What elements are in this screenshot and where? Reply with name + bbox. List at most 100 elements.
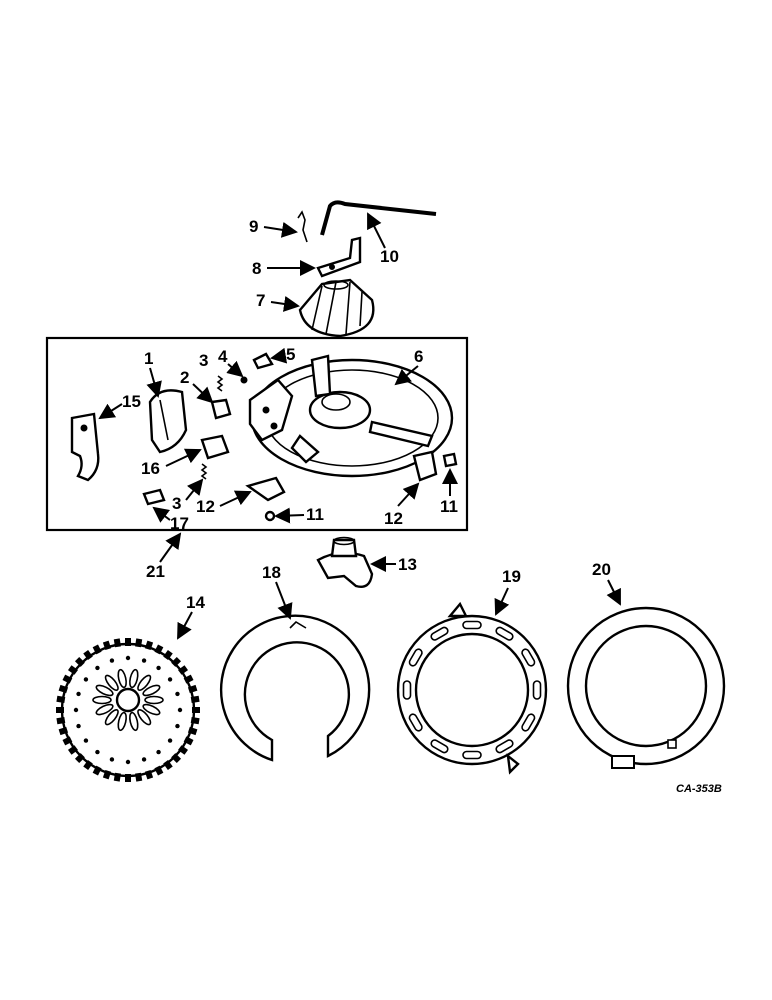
plate-tooth [74, 656, 85, 667]
callout-9: 9 [249, 217, 258, 236]
part-9-clip [297, 210, 308, 243]
plate-tooth [113, 638, 121, 648]
leader-5 [270, 347, 288, 364]
ring-slot [408, 713, 423, 732]
plate-tooth [92, 765, 102, 776]
leader-18 [275, 581, 293, 620]
seed-hole [144, 695, 164, 705]
plate-tooth [192, 707, 200, 713]
leader-6 [394, 365, 419, 386]
part-15-bracket [70, 412, 100, 482]
ring-slot [462, 750, 482, 760]
plate-tooth [163, 760, 173, 771]
callout-13: 13 [398, 555, 417, 574]
plate-tooth [171, 656, 182, 667]
leader-14 [177, 611, 193, 640]
plate-dot [175, 691, 180, 697]
ring-slot [521, 713, 536, 732]
assembly-box [45, 336, 469, 532]
plate-tooth [144, 769, 154, 780]
leader-2 [192, 383, 214, 404]
plate-tooth [190, 717, 200, 725]
plate-dot [76, 723, 81, 729]
seed-hole [142, 684, 161, 697]
plate-dot [125, 655, 131, 661]
part-12-right [412, 450, 438, 482]
callout-12b: 12 [384, 509, 403, 528]
part-3-spring-lower [200, 463, 208, 480]
plate-tooth [187, 726, 198, 736]
callout-5: 5 [286, 345, 295, 364]
part-12-left [245, 476, 286, 502]
plate-dot [95, 749, 100, 755]
part-16-block [200, 434, 230, 460]
leader-7 [270, 296, 300, 312]
callout-19: 19 [502, 567, 521, 586]
callout-21: 21 [146, 562, 165, 581]
callout-14: 14 [186, 593, 205, 612]
part-6-plate [248, 354, 454, 478]
leader-4 [226, 360, 244, 378]
plate-dot [73, 707, 79, 713]
leader-12a [219, 490, 252, 507]
leader-19 [494, 587, 510, 616]
callout-15: 15 [122, 392, 141, 411]
plate-dot [141, 658, 147, 663]
part-5-pin [252, 352, 274, 370]
plate-dot [141, 757, 147, 762]
seed-hole [142, 703, 161, 716]
plate-tooth [125, 774, 131, 782]
plate-tooth [58, 684, 69, 694]
plate-dot [76, 691, 81, 697]
seed-hole [129, 711, 139, 732]
leader-21 [159, 532, 182, 563]
plate-tooth [62, 674, 73, 684]
leader-17 [152, 506, 171, 523]
seed-hole [117, 711, 127, 732]
plate-tooth [58, 726, 69, 736]
callout-10: 10 [380, 247, 399, 266]
plate-tooth [178, 745, 189, 755]
callout-18: 18 [262, 563, 281, 582]
callout-7: 7 [256, 291, 265, 310]
plate-tooth [190, 695, 200, 703]
plate-dot [109, 658, 115, 663]
plate-dot [167, 738, 173, 743]
callout-11b: 11 [440, 497, 458, 516]
part-7-cone [298, 278, 375, 338]
part-18-split-ring [219, 614, 371, 762]
plate-tooth [102, 640, 112, 651]
ring-slot [430, 739, 449, 754]
plate-tooth [56, 717, 66, 725]
part-19-slotted-ring [396, 601, 548, 775]
plate-tooth [56, 707, 64, 713]
ring-slot [430, 626, 449, 641]
leader-16 [165, 448, 202, 467]
leader-12b [397, 482, 420, 507]
plate-dot [83, 677, 89, 682]
part-17-pin [142, 488, 166, 506]
leader-11a [274, 507, 305, 524]
part-4-ball [240, 376, 248, 384]
plate-tooth [183, 736, 194, 746]
leader-3b [185, 478, 204, 501]
ring-slot [521, 648, 536, 667]
ring-slot [402, 680, 412, 700]
plate-tooth [113, 772, 121, 782]
seed-hole [129, 668, 139, 689]
plate-tooth [183, 674, 194, 684]
ring-slot [408, 648, 423, 667]
plate-dot [177, 707, 183, 713]
leader-9 [263, 221, 298, 238]
callout-17: 17 [170, 514, 189, 533]
part-8-bracket [316, 236, 362, 278]
callout-16: 16 [141, 459, 160, 478]
plate-dot [167, 677, 173, 682]
plate-tooth [135, 638, 143, 648]
callout-8: 8 [252, 259, 261, 278]
plate-tooth [83, 649, 93, 660]
plate-tooth [83, 760, 93, 771]
plate-tooth [187, 684, 198, 694]
plate-tooth [135, 772, 143, 782]
